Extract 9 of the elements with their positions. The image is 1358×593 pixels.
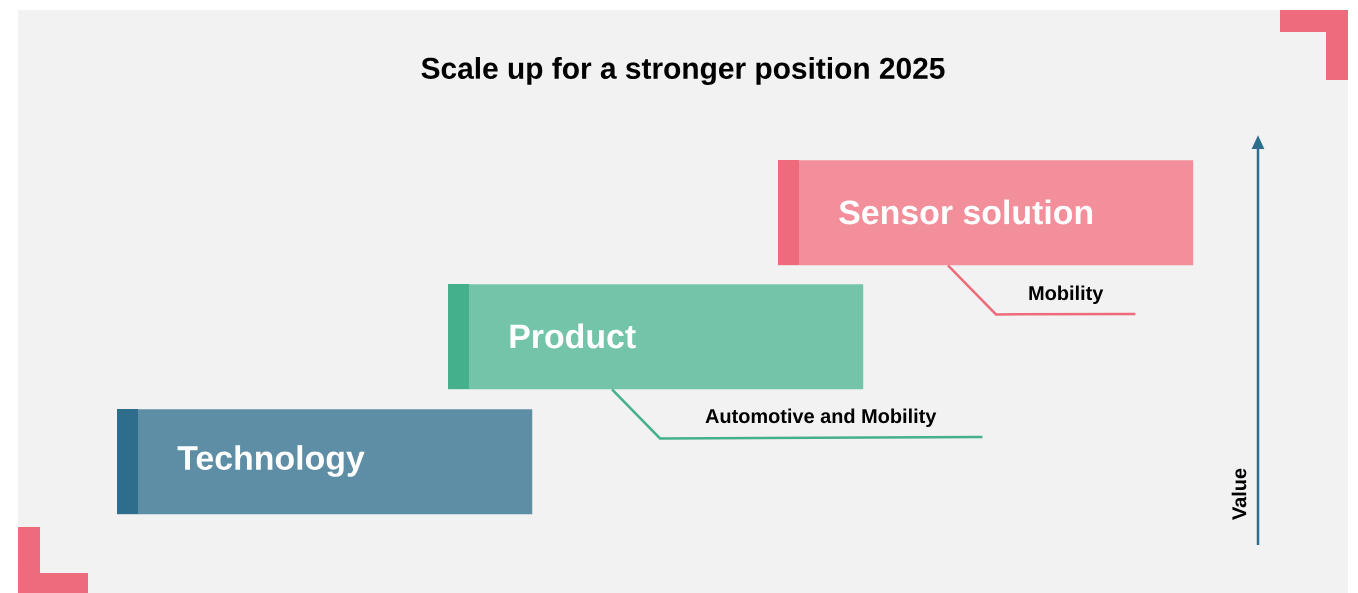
- step-box: Technology: [117, 409, 533, 515]
- step-box: Sensor solution: [778, 160, 1194, 266]
- leader-line: [947, 264, 1136, 316]
- axis-label: Value: [1231, 468, 1247, 520]
- title: Scale up for a stronger position 2025: [421, 57, 945, 85]
- step-label: Automotive and Mobility: [705, 408, 937, 428]
- step-box: Product: [448, 284, 864, 390]
- step-label: Mobility: [1029, 285, 1104, 305]
- leader-line: [611, 388, 983, 440]
